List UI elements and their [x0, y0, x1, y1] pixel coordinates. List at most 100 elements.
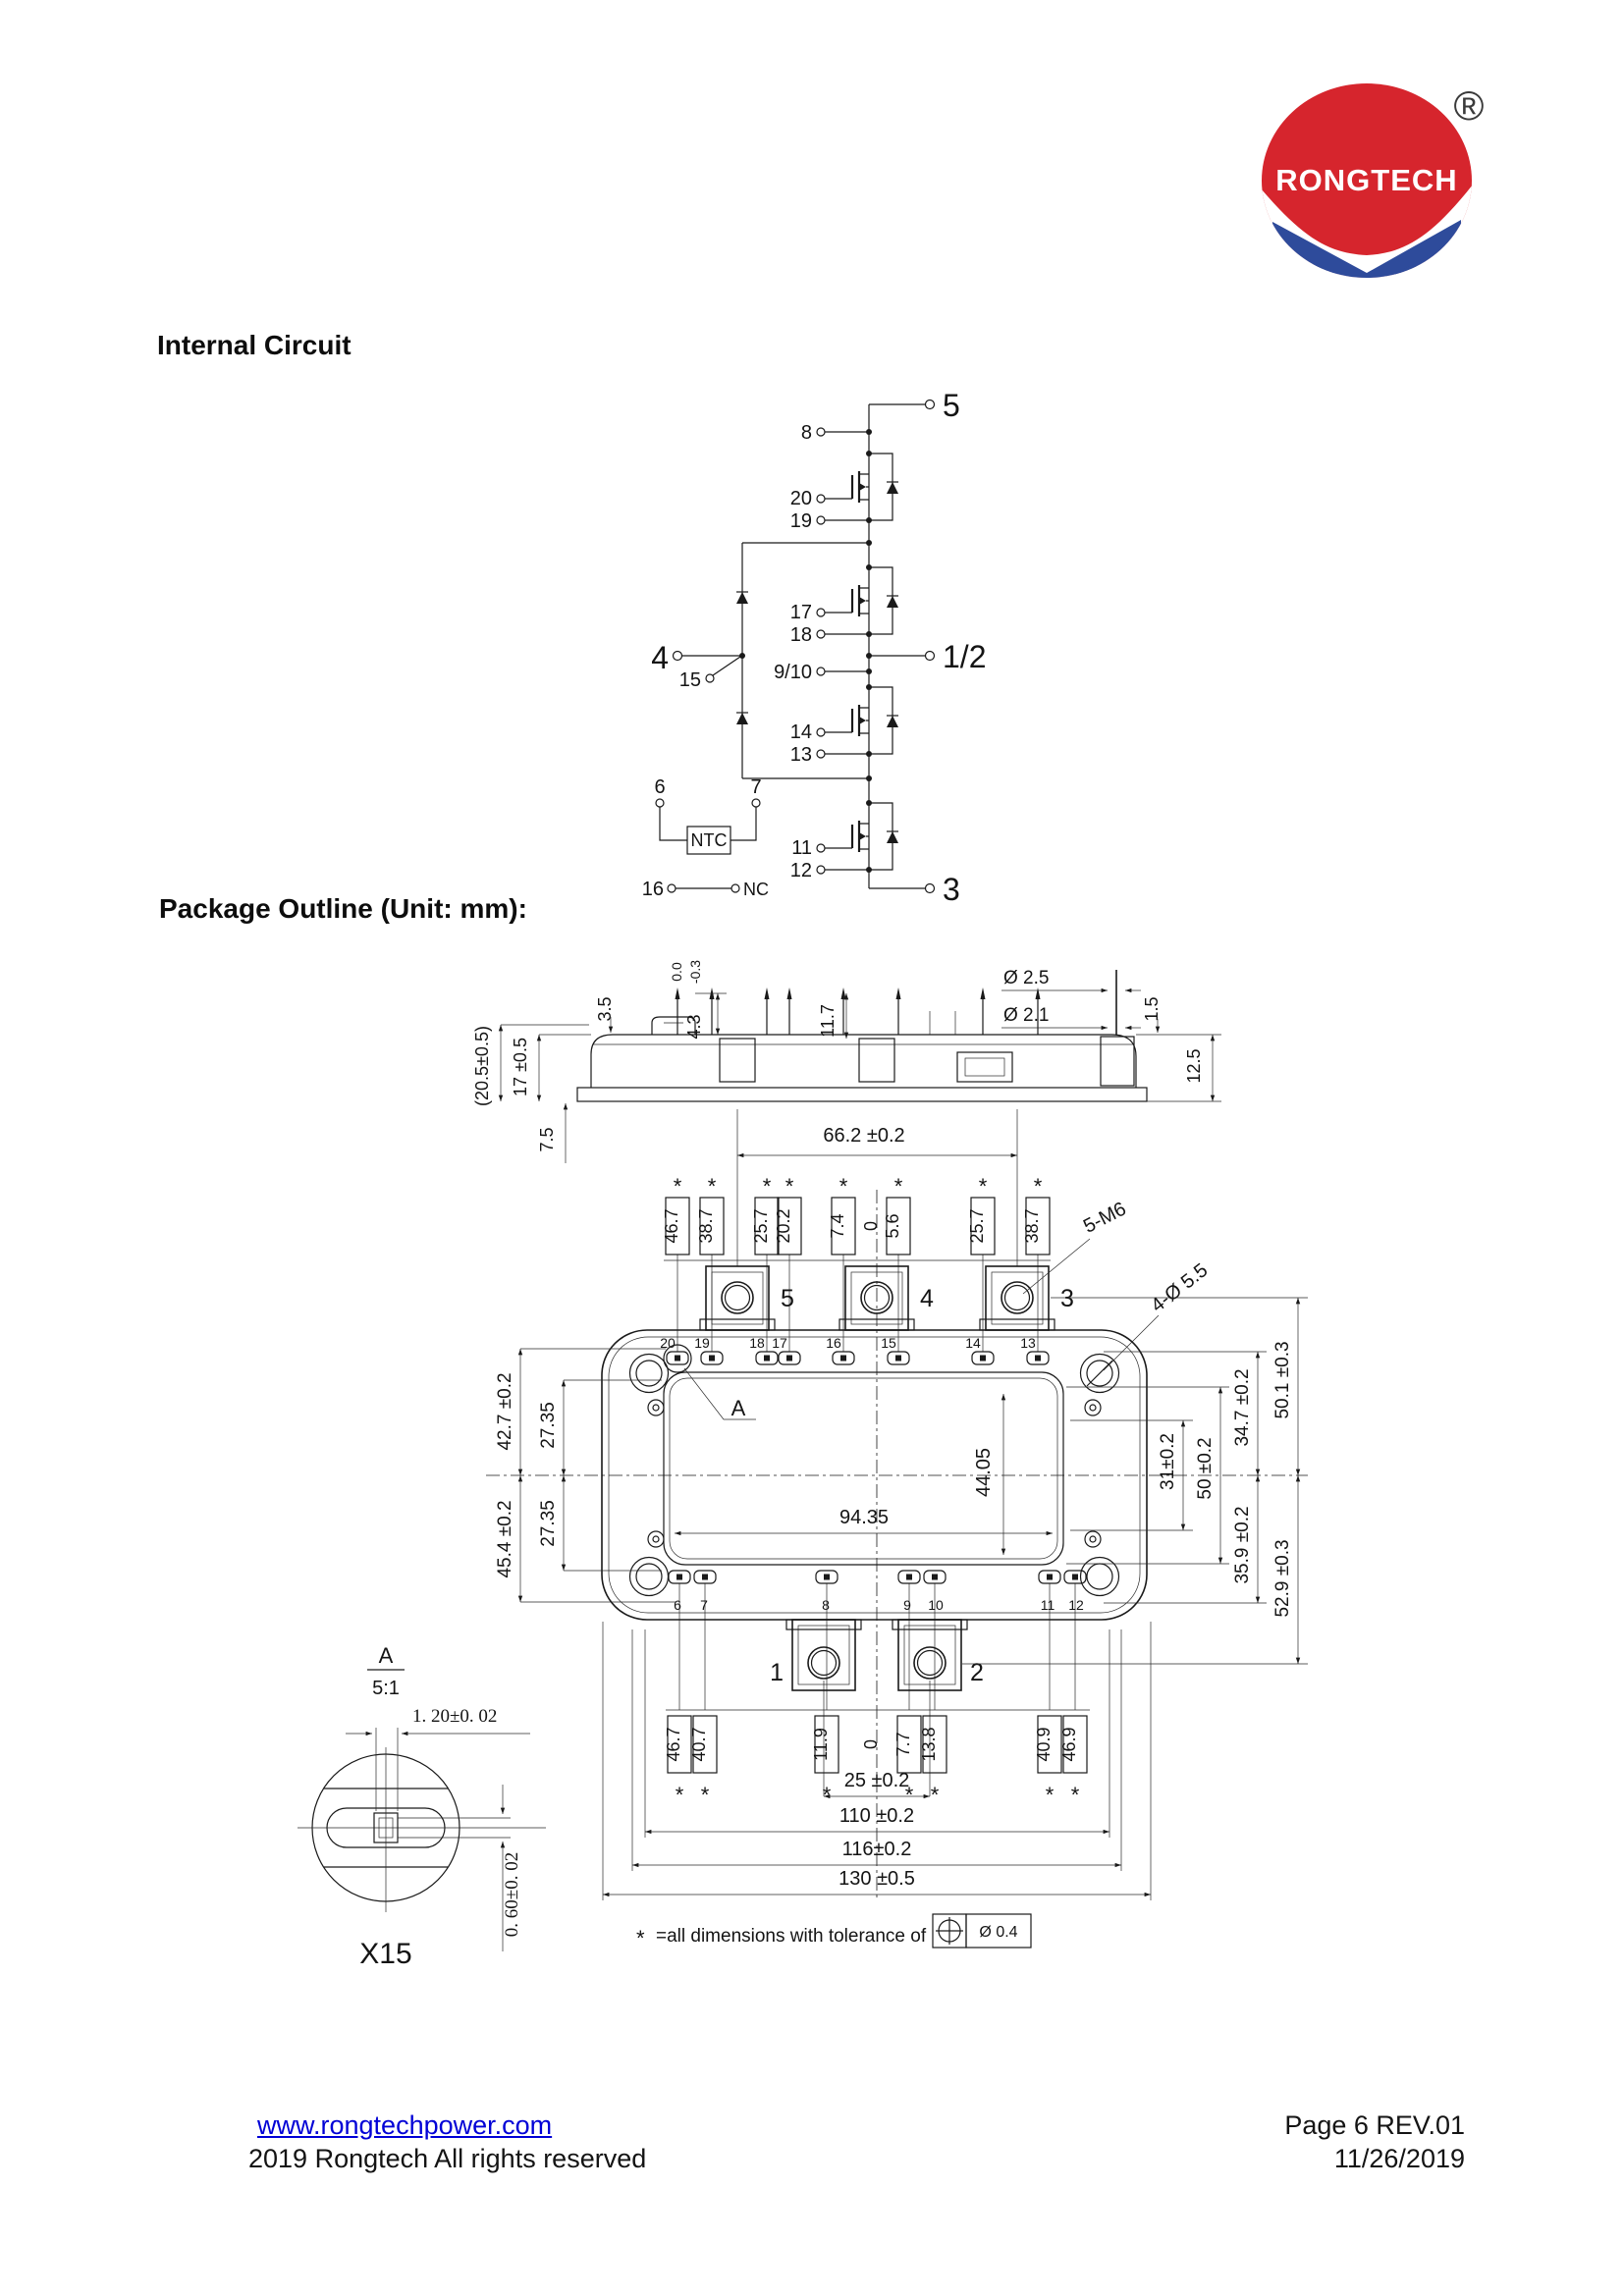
terminal-3-label: 3 — [943, 872, 960, 907]
pin-16-label: 16 — [642, 879, 664, 900]
dim-0-60: 0. 60±0. 02 — [502, 1852, 522, 1937]
dim-20-5: (20.5±0.5) — [472, 1026, 492, 1106]
boxdim-40-7-b: 40.7 — [689, 1727, 709, 1761]
dim-35-9: 35.9 ±0.2 — [1232, 1506, 1253, 1583]
top-view: 20 19 18 17 16 15 14 13 — [486, 1174, 1308, 1950]
pin-18-pad-label: 18 — [749, 1335, 765, 1351]
top-asterisks: ** ** ** ** — [674, 1174, 1043, 1199]
footer-page-info: Page 6 REV.01 — [1284, 2110, 1465, 2140]
boxdim-40-9-b: 40.9 — [1034, 1727, 1054, 1761]
svg-text:*: * — [931, 1783, 940, 1807]
pin-13-label: 13 — [790, 744, 812, 766]
clamp-diode-upper — [736, 591, 748, 604]
top-boxed-dimensions: 46.7 38.7 25.7 20.2 7.4 0 5.6 25.7 38.7 … — [662, 1174, 1051, 1255]
note-asterisk: * — [636, 1926, 645, 1950]
package-outline-drawing: (20.5±0.5) 17 ±0.5 7.5 3.5 4.3 0.0 -0.3 … — [298, 960, 1308, 1970]
igbt-q4 — [850, 802, 899, 871]
pin-6-label: 6 — [654, 776, 665, 798]
boxdim-46-9-b: 46.9 — [1059, 1727, 1079, 1761]
boxdim-38-7-t: 38.7 — [696, 1208, 716, 1243]
side-view-pins — [675, 970, 1117, 1035]
boxdim-13-8-b: 13.8 — [919, 1727, 939, 1761]
pin-15-pad-label: 15 — [881, 1335, 896, 1351]
pin-7-label: 7 — [750, 776, 761, 798]
svg-text:*: * — [785, 1174, 794, 1199]
boxdim-46-7-t: 46.7 — [662, 1208, 681, 1243]
pin-7-pad-label: 7 — [700, 1597, 708, 1613]
igbt-q1 — [850, 453, 899, 521]
pin-20-label: 20 — [790, 488, 812, 509]
power-terminals-bottom: 1 2 — [770, 1619, 984, 1691]
svg-text:*: * — [1071, 1783, 1080, 1807]
overall-dimensions: 25 ±0.2 110 ±0.2 116±0.2 130 ±0.5 — [602, 1622, 1152, 1900]
boxdim-7-4-t: 7.4 — [828, 1213, 847, 1238]
pin-14-label: 14 — [790, 721, 812, 743]
pin-11-pad-label: 11 — [1041, 1597, 1055, 1613]
dim-31: 31±0.2 — [1158, 1433, 1178, 1490]
terminal-4-pad-label: 4 — [920, 1285, 934, 1312]
pin-14-pad-label: 14 — [965, 1335, 981, 1351]
boxdim-20-2-t: 20.2 — [774, 1208, 793, 1243]
dim-zero-b: 0 — [861, 1739, 881, 1749]
igbt-q2 — [850, 566, 899, 635]
dim-27-35-lower: 27.35 — [538, 1500, 559, 1547]
terminal-circles — [655, 399, 936, 894]
svg-text:*: * — [894, 1174, 903, 1199]
dim-45-4: 45.4 ±0.2 — [495, 1500, 515, 1577]
pin-9-10-label: 9/10 — [774, 662, 812, 683]
svg-text:*: * — [674, 1174, 682, 1199]
power-terminals-top: 5 4 3 — [699, 1265, 1074, 1331]
registered-trademark-icon: ® — [1454, 82, 1485, 129]
callout-5-m6: 5-M6 — [1080, 1199, 1130, 1238]
dim-50: 50 ±0.2 — [1195, 1437, 1216, 1499]
terminal-2-pad-label: 2 — [970, 1659, 984, 1686]
boxdim-11-9-b: 11.9 — [811, 1728, 831, 1761]
dim-44-05: 44.05 — [973, 1448, 995, 1497]
dim-130: 130 ±0.5 — [839, 1868, 915, 1890]
dim-94-35: 94.35 — [839, 1507, 889, 1528]
pin-19-label: 19 — [790, 510, 812, 532]
boxdim-38-7b-t: 38.7 — [1022, 1208, 1042, 1243]
terminal-5-pad-label: 5 — [781, 1285, 794, 1312]
note-value: Ø 0.4 — [979, 1924, 1017, 1941]
dim-50-1: 50.1 ±0.3 — [1272, 1341, 1293, 1418]
package-outline-title: Package Outline (Unit: mm): — [159, 893, 527, 924]
position-tolerance-icon — [936, 1917, 963, 1945]
module-cavity — [663, 1371, 1064, 1566]
junction-dots — [739, 429, 872, 873]
pin-6-pad-label: 6 — [674, 1597, 681, 1613]
tolerance-note: * =all dimensions with tolerance of Ø 0.… — [636, 1913, 1032, 1950]
svg-text:*: * — [979, 1174, 988, 1199]
logo-brand-text: RONGTECH — [1275, 163, 1457, 197]
pin-17-label: 17 — [790, 602, 812, 623]
pin-12-label: 12 — [790, 860, 812, 881]
terminal-5-label: 5 — [943, 388, 960, 423]
note-text: =all dimensions with tolerance of — [656, 1926, 927, 1947]
internal-circuit-title: Internal Circuit — [157, 330, 352, 360]
control-pins-top: 20 19 18 17 16 15 14 13 — [660, 1335, 1050, 1365]
boxdim-5-6-t: 5.6 — [883, 1213, 902, 1238]
dim-116: 116±0.2 — [842, 1839, 912, 1860]
footer-website-link[interactable]: www.rongtechpower.com — [257, 2110, 553, 2140]
svg-text:*: * — [763, 1174, 772, 1199]
terminal-1-2-label: 1/2 — [943, 639, 986, 674]
boxdim-25-7-t: 25.7 — [751, 1208, 771, 1243]
pin-13-pad-label: 13 — [1020, 1335, 1036, 1351]
detail-a-marker — [663, 1344, 692, 1373]
pin-8-label: 8 — [801, 422, 812, 444]
footer-copyright: 2019 Rongtech All rights reserved — [248, 2144, 647, 2173]
terminal-4-label: 4 — [651, 640, 669, 675]
pin-15-label: 15 — [679, 669, 701, 691]
boxdim-25-7b-t: 25.7 — [967, 1208, 987, 1243]
pin-20-pad-label: 20 — [660, 1335, 676, 1351]
ntc-label: NTC — [691, 830, 728, 850]
dim-11-7: 11.7 — [818, 1004, 838, 1038]
mounting-holes — [628, 1353, 1120, 1597]
dim-66-2: 66.2 ±0.2 — [823, 1125, 904, 1147]
footer-date: 11/26/2019 — [1333, 2144, 1465, 2173]
detail-a-label: A — [731, 1396, 746, 1420]
dim-dia-2-1: Ø 2.1 — [1003, 1005, 1049, 1026]
dim-1-5: 1.5 — [1142, 996, 1162, 1021]
boxdim-46-7-b: 46.7 — [664, 1727, 683, 1761]
dim-7-5: 7.5 — [537, 1127, 557, 1151]
